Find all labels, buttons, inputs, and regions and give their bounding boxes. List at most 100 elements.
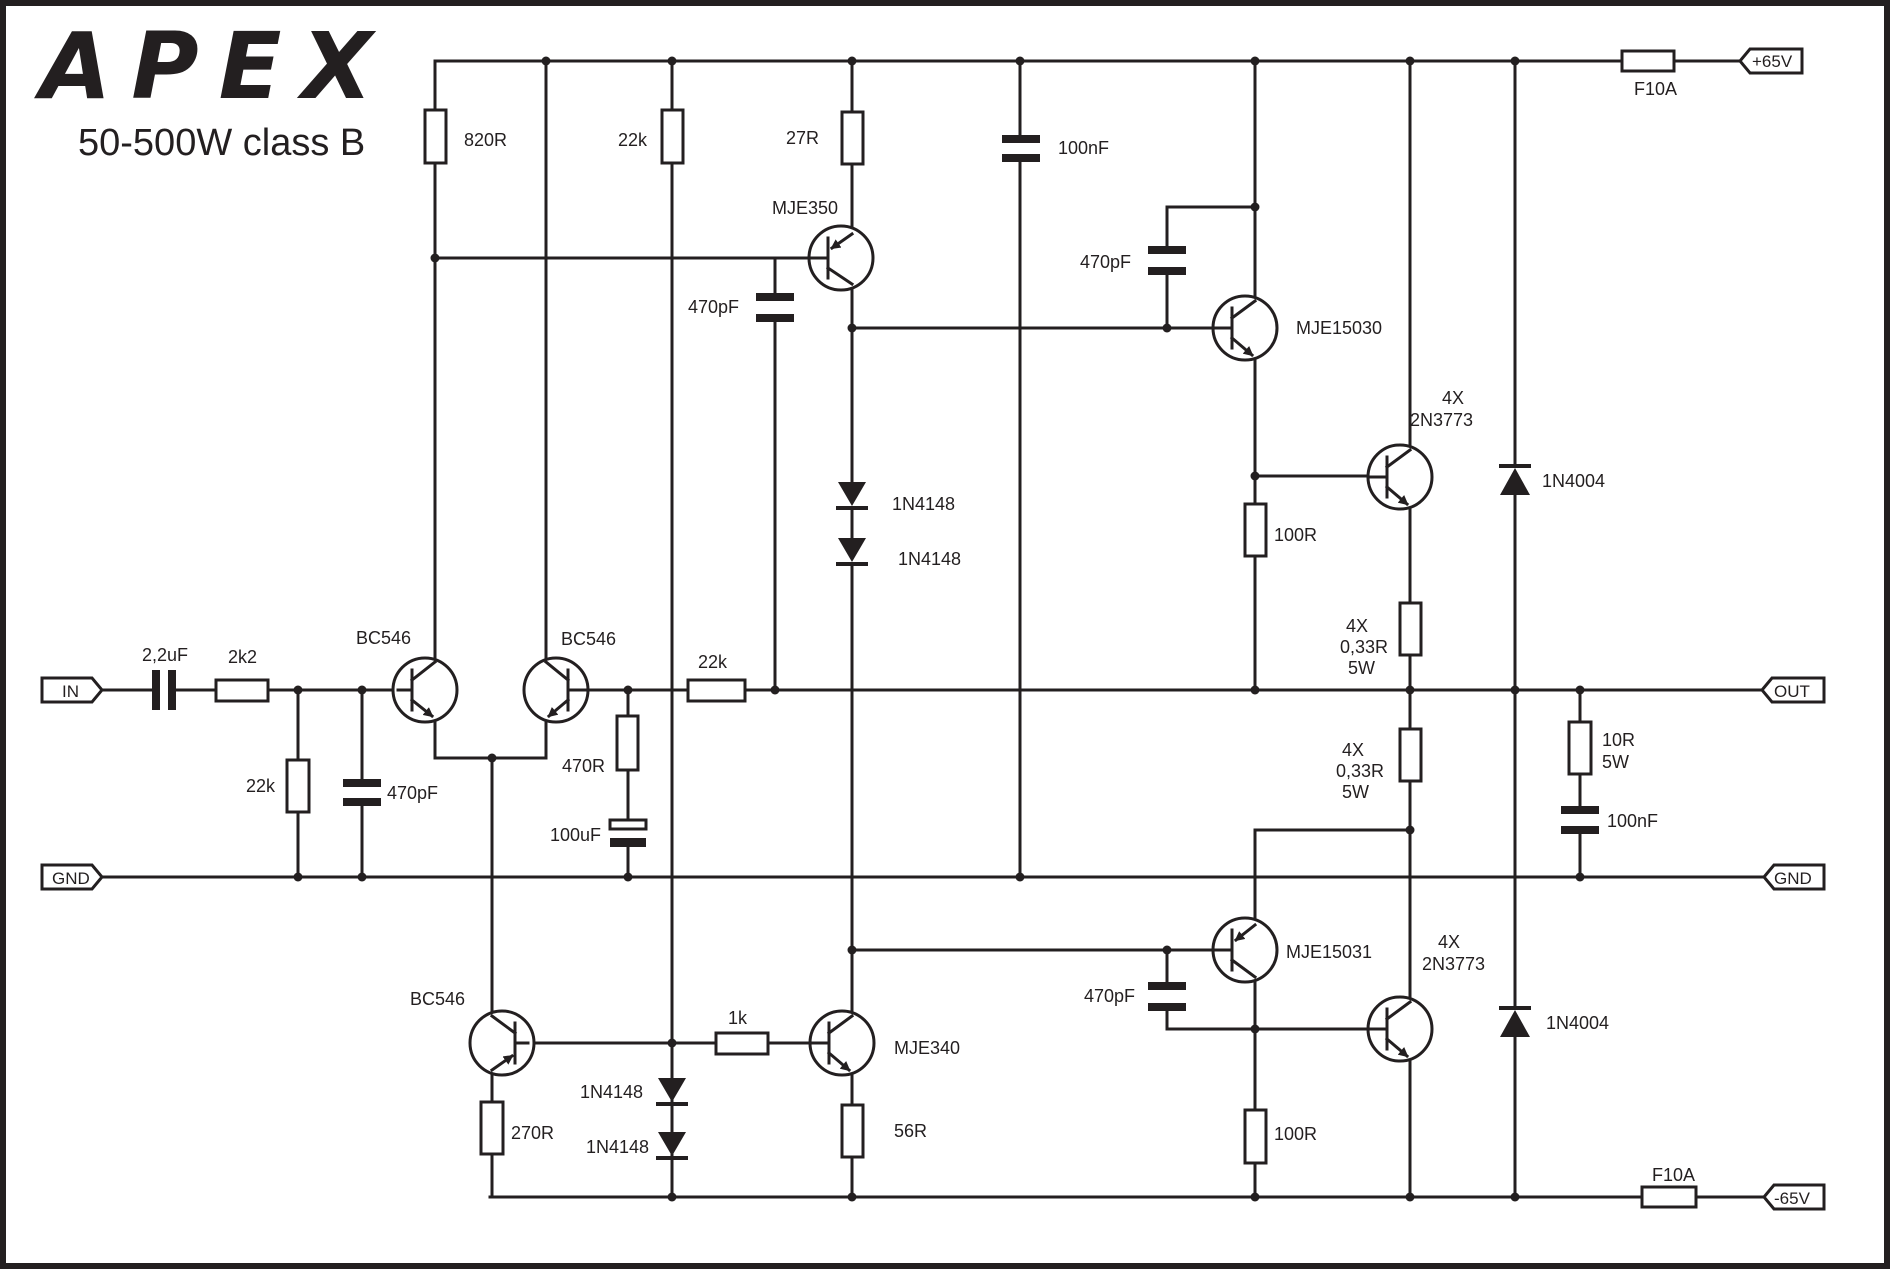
transistor-mje15031: MJE15031 — [1210, 916, 1372, 984]
svg-text:270R: 270R — [511, 1123, 554, 1143]
resistor-driver-bottom-100r: 100R — [1243, 1108, 1317, 1165]
capacitor-driver-top-470pf: 470pF — [1080, 246, 1186, 275]
resistor-input-bias-22k: 22k — [246, 758, 311, 814]
svg-text:-65V: -65V — [1774, 1189, 1811, 1208]
resistor-zobel: 10R 5W — [1567, 720, 1635, 776]
port-gnd-left: GND — [40, 863, 104, 891]
diode-bias-1: 1N4148 — [836, 482, 955, 514]
diode-bias-2: 1N4148 — [836, 538, 961, 569]
transistor-bc546-bottom: BC546 — [410, 989, 536, 1077]
svg-text:4X: 4X — [1438, 932, 1460, 952]
svg-text:+65V: +65V — [1752, 52, 1793, 71]
svg-text:GND: GND — [52, 869, 90, 888]
svg-text:MJE350: MJE350 — [772, 198, 838, 218]
svg-text:100uF: 100uF — [550, 825, 601, 845]
capacitor-2-2uf: 2,2uF — [142, 645, 188, 710]
svg-text:2k2: 2k2 — [228, 647, 257, 667]
svg-text:4X: 4X — [1346, 616, 1368, 636]
svg-text:GND: GND — [1774, 869, 1812, 888]
port-negative-supply: -65V — [1762, 1183, 1826, 1211]
diode-flyback-bottom: 1N4004 — [1499, 1006, 1609, 1037]
transistor-output-bottom: 4X 2N3773 — [1366, 932, 1485, 1063]
svg-text:1k: 1k — [728, 1008, 748, 1028]
resistor-bias-22k: 22k — [618, 108, 685, 165]
svg-text:0,33R: 0,33R — [1340, 637, 1388, 657]
transistor-bc546-left: BC546 — [356, 628, 459, 724]
svg-text:1N4148: 1N4148 — [580, 1082, 643, 1102]
svg-text:OUT: OUT — [1774, 682, 1810, 701]
svg-text:1N4004: 1N4004 — [1542, 471, 1605, 491]
svg-text:22k: 22k — [618, 130, 648, 150]
svg-text:F10A: F10A — [1652, 1165, 1695, 1185]
svg-text:APEX: APEX — [34, 13, 392, 120]
resistor-270r: 270R — [479, 1100, 554, 1156]
fuse-bottom: F10A — [1640, 1165, 1698, 1209]
wiring — [100, 59, 1766, 1199]
svg-text:IN: IN — [62, 682, 79, 701]
resistor-820r: 820R — [423, 108, 507, 165]
svg-text:BC546: BC546 — [356, 628, 411, 648]
svg-text:27R: 27R — [786, 128, 819, 148]
svg-text:5W: 5W — [1602, 752, 1629, 772]
svg-text:10R: 10R — [1602, 730, 1635, 750]
svg-text:100nF: 100nF — [1058, 138, 1109, 158]
transistor-output-top: 4X 2N3773 — [1366, 388, 1473, 511]
resistor-56r: 56R — [840, 1103, 927, 1159]
svg-text:BC546: BC546 — [561, 629, 616, 649]
resistor-1k: 1k — [714, 1008, 770, 1056]
svg-text:F10A: F10A — [1634, 79, 1677, 99]
svg-text:820R: 820R — [464, 130, 507, 150]
svg-text:4X: 4X — [1442, 388, 1464, 408]
resistor-470r: 470R — [562, 714, 640, 776]
svg-text:100R: 100R — [1274, 1124, 1317, 1144]
transistor-bc546-right: BC546 — [522, 629, 616, 724]
svg-text:22k: 22k — [246, 776, 276, 796]
svg-text:2N3773: 2N3773 — [1410, 410, 1473, 430]
svg-text:470pF: 470pF — [688, 297, 739, 317]
svg-text:1N4148: 1N4148 — [898, 549, 961, 569]
port-out: OUT — [1760, 676, 1826, 704]
svg-text:2N3773: 2N3773 — [1422, 954, 1485, 974]
port-gnd-right: GND — [1762, 863, 1826, 891]
capacitor-driver-bottom-470pf: 470pF — [1084, 982, 1186, 1011]
svg-text:470pF: 470pF — [1080, 252, 1131, 272]
svg-text:470pF: 470pF — [1084, 986, 1135, 1006]
svg-text:2,2uF: 2,2uF — [142, 645, 188, 665]
resistor-27r: 27R — [786, 110, 865, 166]
capacitor-miller-470pf: 470pF — [688, 293, 794, 322]
port-positive-supply: +65V — [1738, 47, 1804, 75]
diode-ref-1: 1N4148 — [580, 1078, 688, 1106]
capacitor-zobel-100nf: 100nF — [1561, 806, 1658, 834]
subtitle: 50-500W class B — [78, 122, 365, 164]
svg-text:BC546: BC546 — [410, 989, 465, 1009]
fuse-top: F10A — [1620, 49, 1677, 99]
brand-logo: APEX — [34, 13, 392, 120]
resistor-driver-top-100r: 100R — [1243, 502, 1317, 558]
svg-text:56R: 56R — [894, 1121, 927, 1141]
port-in: IN — [40, 676, 104, 704]
diode-flyback-top: 1N4004 — [1499, 464, 1605, 495]
svg-text:1N4148: 1N4148 — [586, 1137, 649, 1157]
svg-text:22k: 22k — [698, 652, 728, 672]
diode-ref-2: 1N4148 — [586, 1132, 688, 1160]
svg-text:1N4004: 1N4004 — [1546, 1013, 1609, 1033]
svg-text:5W: 5W — [1348, 658, 1375, 678]
transistor-mje340: MJE340 — [808, 1009, 960, 1077]
resistor-2k2: 2k2 — [214, 647, 270, 703]
svg-text:MJE15031: MJE15031 — [1286, 942, 1372, 962]
svg-text:100nF: 100nF — [1607, 811, 1658, 831]
capacitor-100uf: 100uF — [550, 818, 648, 847]
resistor-feedback-22k: 22k — [686, 652, 747, 703]
resistor-emitter-bottom: 4X 0,33R 5W — [1336, 727, 1423, 802]
svg-text:MJE340: MJE340 — [894, 1038, 960, 1058]
svg-text:4X: 4X — [1342, 740, 1364, 760]
transistor-mje15030: MJE15030 — [1210, 294, 1382, 362]
transistor-mje350: MJE350 — [772, 198, 875, 292]
capacitor-470pf-input: 470pF — [343, 779, 438, 806]
svg-text:MJE15030: MJE15030 — [1296, 318, 1382, 338]
capacitor-rail-100nf: 100nF — [1002, 135, 1109, 162]
svg-text:0,33R: 0,33R — [1336, 761, 1384, 781]
resistor-emitter-top: 4X 0,33R 5W — [1340, 601, 1423, 678]
